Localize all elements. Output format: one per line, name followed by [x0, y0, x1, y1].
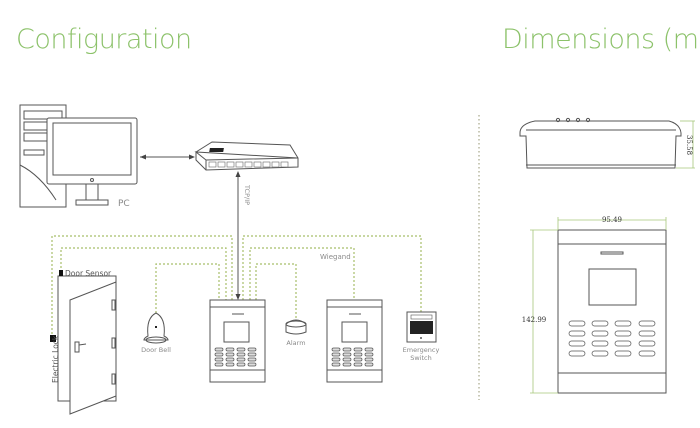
front-view-drawing — [557, 229, 667, 394]
electric-lock-icon — [50, 335, 56, 342]
emergency-switch-icon — [406, 311, 437, 343]
wiring-lines — [51, 235, 422, 338]
side-view-drawing — [519, 117, 682, 169]
door-bell-icon — [143, 312, 169, 344]
network-hub-icon — [194, 141, 299, 171]
depth-dimension-value: 35.58 — [685, 135, 693, 155]
door-bell-label: Door Bell — [141, 346, 171, 354]
access-terminal-2 — [326, 299, 383, 383]
alarm-label: Alarm — [286, 339, 305, 347]
electric-lock-label: Electric Lock — [51, 335, 60, 383]
height-dimension-value: 142.99 — [522, 316, 547, 324]
emergency-switch-label-line1: Emergency — [403, 346, 440, 354]
door-sensor-label: Door Sensor — [65, 269, 112, 278]
height-dimension-line — [530, 229, 558, 394]
width-dimension-value: 95.49 — [602, 216, 622, 224]
pc-monitor-icon — [46, 117, 138, 206]
width-dimension-line — [557, 217, 667, 230]
dimensions-heading: Dimensions (mm) — [502, 24, 700, 55]
door-icon — [57, 275, 117, 415]
emergency-switch-label-line2: Switch — [410, 354, 432, 362]
pc-label: PC — [118, 199, 130, 209]
access-terminal-1 — [209, 299, 266, 383]
configuration-heading: Configuration — [16, 24, 192, 55]
tcpip-link-arrow — [235, 171, 241, 300]
depth-dimension-line — [676, 120, 695, 169]
pc-hub-link-arrow — [140, 154, 195, 160]
door-sensor-icon — [59, 270, 63, 276]
wiegand-label: Wiegand — [320, 253, 351, 261]
alarm-icon — [285, 319, 307, 335]
tcpip-label: TCP/IP — [243, 184, 251, 205]
